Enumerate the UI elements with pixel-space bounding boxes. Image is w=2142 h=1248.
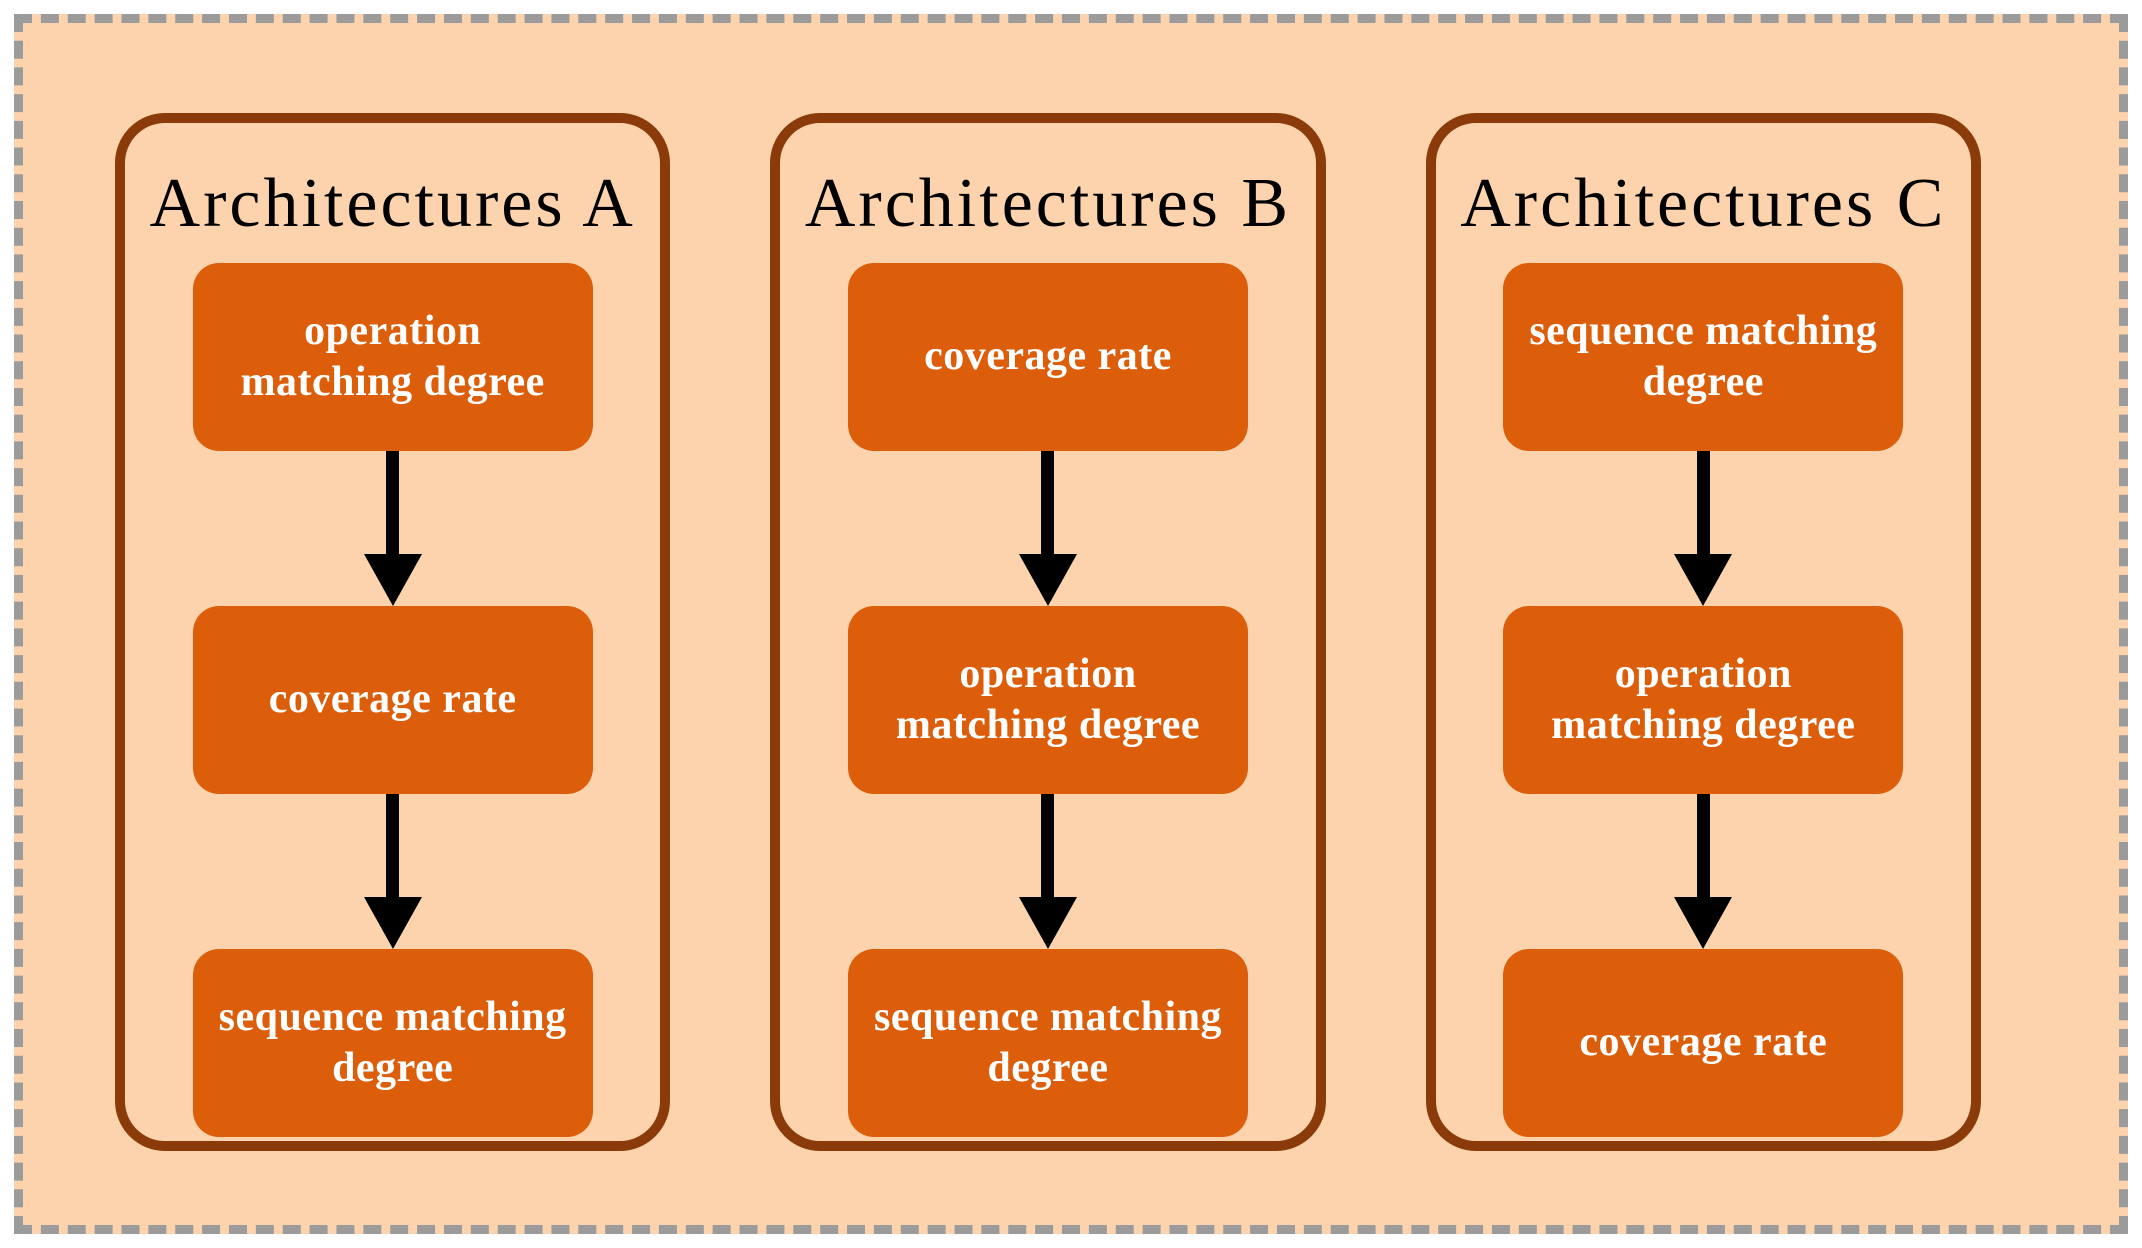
flow-node: sequence matching degree <box>192 949 593 1137</box>
arrow-shaft <box>1041 794 1055 897</box>
down-arrow-icon <box>1018 451 1077 606</box>
node-label-line: degree <box>1642 359 1764 405</box>
panel-architectures-a: Architectures A operation matching degre… <box>115 113 671 1151</box>
down-arrow-icon <box>1674 451 1733 606</box>
flow-node: operation matching degree <box>192 263 593 451</box>
panel-title: Architectures C <box>1460 165 1947 242</box>
arrow-shaft <box>386 794 400 897</box>
arrow-head <box>1674 897 1733 949</box>
flow-node: coverage rate <box>192 606 593 794</box>
node-label-line: coverage rate <box>268 676 517 723</box>
arrow-shaft <box>1696 794 1710 897</box>
flow-node: operation matching degree <box>847 606 1248 794</box>
node-label-line: operation <box>304 307 482 354</box>
node-label-line: matching degree <box>1551 702 1856 748</box>
panel-title: Architectures A <box>149 165 636 242</box>
down-arrow-icon <box>363 451 422 606</box>
down-arrow-icon <box>1674 794 1733 949</box>
down-arrow-icon <box>1018 794 1077 949</box>
node-label-line: operation <box>1614 650 1792 697</box>
flow-node: coverage rate <box>1503 949 1904 1137</box>
arrow-head <box>1674 554 1733 606</box>
node-label-line: coverage rate <box>924 333 1172 380</box>
arrow-head <box>363 554 422 606</box>
panel-architectures-b: Architectures B coverage rate operation … <box>770 113 1326 1151</box>
down-arrow-icon <box>363 794 422 949</box>
arrow-shaft <box>1041 451 1055 554</box>
arrow-head <box>363 897 422 949</box>
flow-node: operation matching degree <box>1503 606 1904 794</box>
panels-row: Architectures A operation matching degre… <box>23 23 2119 1225</box>
node-label-line: sequence matching <box>873 993 1222 1040</box>
arrow-head <box>1018 897 1077 949</box>
arrow-shaft <box>386 451 400 554</box>
arrow-shaft <box>1696 451 1710 554</box>
node-label-line: sequence matching <box>218 993 567 1040</box>
flow-node: sequence matching degree <box>1503 263 1904 451</box>
dashed-outer-frame: Architectures A operation matching degre… <box>14 14 2128 1234</box>
node-label-line: coverage rate <box>1579 1019 1828 1066</box>
node-label-line: sequence matching <box>1529 307 1878 354</box>
flow-node: coverage rate <box>847 263 1248 451</box>
arrow-head <box>1018 554 1077 606</box>
panel-title: Architectures B <box>804 165 1292 242</box>
node-label-line: operation <box>959 650 1137 697</box>
node-label-line: matching degree <box>240 359 545 405</box>
node-label-line: matching degree <box>895 702 1201 748</box>
flow-node: sequence matching degree <box>847 949 1248 1137</box>
node-label-line: degree <box>332 1045 454 1091</box>
panel-architectures-c: Architectures C sequence matching degree… <box>1425 113 1981 1151</box>
node-label-line: degree <box>987 1045 1109 1091</box>
